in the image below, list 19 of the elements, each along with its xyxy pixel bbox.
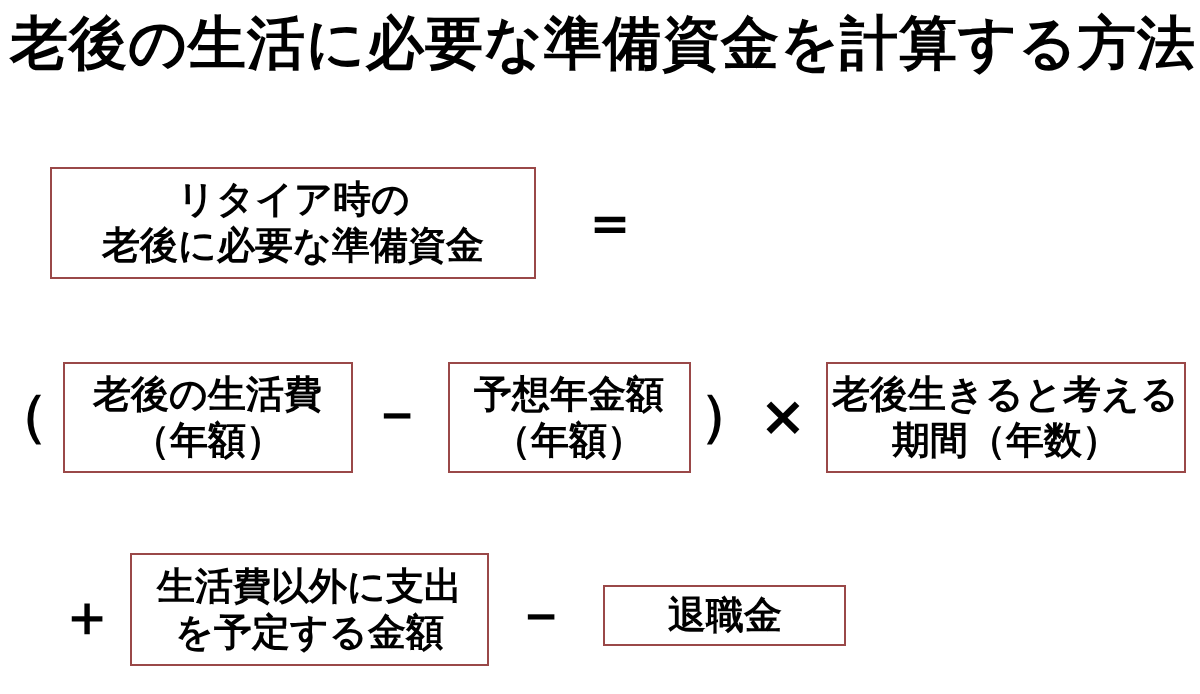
term-text: 退職金 (667, 592, 782, 639)
equals-sign: ＝ (582, 194, 638, 250)
plus-sign: ＋ (59, 588, 115, 644)
formula-term-box (63, 362, 353, 473)
formula-term-box (603, 585, 846, 646)
term-text: 老後生きると考える期間（年数） (831, 371, 1181, 464)
minus-sign: － (369, 385, 425, 441)
formula-term-box (50, 167, 536, 279)
term-text: 老後の生活費（年額） (92, 371, 324, 464)
open-parenthesis: （ (0, 387, 48, 443)
multiplication-sign: × (759, 388, 807, 444)
close-parenthesis: ） (700, 387, 756, 443)
formula-term-box (448, 362, 691, 473)
term-text: 生活費以外に支出を予定する金額 (155, 563, 463, 656)
formula-term-box (826, 362, 1186, 473)
formula-term-box (130, 553, 489, 666)
term-text: リタイア時の老後に必要な準備資金 (102, 177, 484, 269)
minus-sign: － (513, 586, 569, 642)
term-text: 予想年金額（年額） (473, 371, 666, 464)
